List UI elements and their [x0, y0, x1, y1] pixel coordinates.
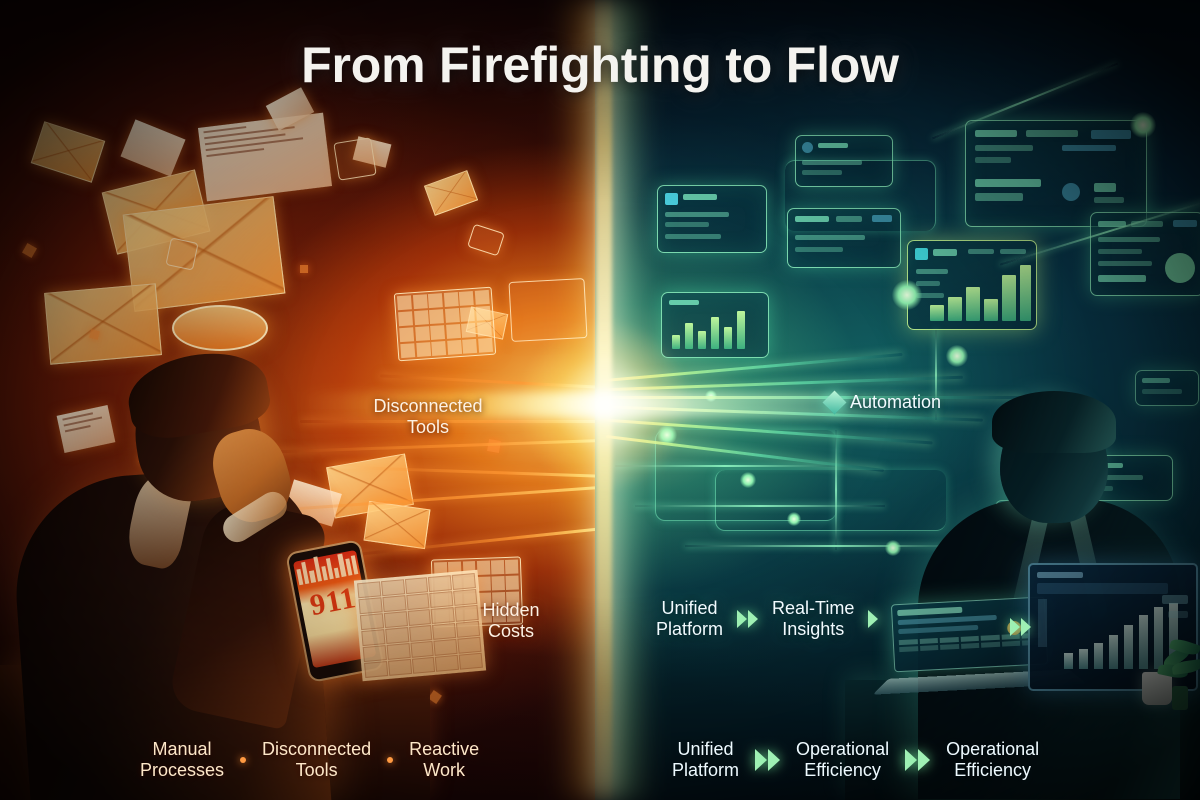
- circuit-line: [835, 430, 837, 550]
- footer-line-2: Tools: [295, 760, 338, 781]
- callout-line-2: Tools: [406, 417, 450, 438]
- chevron-right-icon: [755, 749, 781, 772]
- footer-item-unified-platform: Unified Platform: [672, 739, 739, 782]
- chevron-right-icon: [1010, 618, 1031, 636]
- callout-disconnected-tools: Disconnected Tools: [318, 396, 538, 438]
- page-title: From Firefighting to Flow: [301, 37, 899, 93]
- envelope-icon: [363, 500, 431, 550]
- mid-item-real-time-insights: Real-Time Insights: [772, 598, 854, 640]
- node-dot: [740, 472, 756, 488]
- footer-line-1: Reactive: [409, 738, 480, 759]
- chevron-right-icon: [868, 610, 879, 629]
- footer-line-1: Manual: [152, 738, 212, 759]
- callout-automation: Automation: [850, 392, 1030, 413]
- document-icon: [352, 136, 392, 168]
- circuit-path: [655, 430, 836, 521]
- footer-item-operational-efficiency: Operational Efficiency: [796, 739, 889, 782]
- document-icon: [120, 119, 186, 177]
- node-dot: [1130, 112, 1156, 138]
- circuit-line: [999, 196, 1200, 266]
- dashboard-panel: [787, 208, 901, 268]
- envelope-icon: [44, 283, 162, 365]
- mid-item-line-2: Insights: [782, 619, 845, 640]
- envelope-icon: [423, 170, 479, 216]
- footer-item-operational-efficiency-2: Operational Efficiency: [946, 739, 1039, 782]
- footer-item-reactive-work: Reactive Work: [409, 739, 479, 782]
- callout-hidden-costs: Hidden Costs: [446, 600, 576, 642]
- spark: [21, 242, 38, 259]
- footer-line-2: Efficiency: [954, 760, 1031, 781]
- dashboard-panel-pie: [1090, 212, 1200, 296]
- mid-item-line-1: Real-Time: [772, 598, 855, 618]
- footer-line-1: Disconnected: [262, 738, 372, 759]
- node-dot: [787, 512, 801, 526]
- footer-item-manual-processes: Manual Processes: [140, 739, 224, 782]
- footer-item-disconnected-tools: Disconnected Tools: [262, 739, 371, 782]
- callout-line-1: Disconnected: [373, 396, 483, 416]
- left-footer-row: Manual Processes Disconnected Tools Reac…: [140, 739, 479, 782]
- circuit-path: [785, 160, 936, 231]
- chevron-right-icon: [905, 749, 931, 772]
- spreadsheet-icon: [393, 286, 497, 362]
- dashboard-panel-chart: [661, 292, 769, 358]
- footer-line-2: Efficiency: [804, 760, 881, 781]
- footer-line-2: Work: [423, 760, 465, 781]
- footer-line-2: Processes: [140, 760, 225, 781]
- circuit-path: [715, 470, 946, 531]
- footer-line-1: Operational: [946, 738, 1040, 759]
- right-mid-row: Unified Platform Real-Time Insights: [656, 598, 879, 640]
- callout-line-1: Automation: [850, 392, 942, 412]
- footer-line-1: Unified: [677, 738, 734, 759]
- envelope-icon: [122, 196, 286, 312]
- spark: [300, 265, 308, 273]
- spark: [428, 690, 442, 704]
- callout-line-1: Hidden: [482, 600, 540, 620]
- mid-item-line-2: Platform: [656, 619, 724, 640]
- envelope-icon: [30, 121, 106, 183]
- node-dot: [946, 345, 968, 367]
- desk-plant: [1157, 635, 1200, 710]
- callout-line-2: Costs: [487, 621, 534, 642]
- separator-dot-icon: [387, 757, 394, 764]
- mid-item-unified-platform: Unified Platform: [656, 598, 723, 640]
- right-footer-row: Unified Platform Operational Efficiency …: [672, 739, 1039, 782]
- mid-item-line-1: Unified: [661, 598, 718, 618]
- dashboard-panel: [965, 120, 1147, 227]
- spark: [487, 439, 501, 453]
- footer-line-1: Operational: [796, 738, 890, 759]
- center-flare: [520, 320, 690, 490]
- dashboard-panel: [657, 185, 767, 253]
- circuit-line: [635, 505, 885, 507]
- alert-tile-icon: [333, 137, 377, 181]
- footer-line-2: Platform: [672, 760, 740, 781]
- dashboard-panel-bars: [907, 240, 1037, 330]
- node-dot: [885, 540, 901, 556]
- spark: [88, 328, 101, 341]
- dashboard-panel: [795, 135, 893, 187]
- chevron-right-icon: [737, 610, 759, 629]
- alert-tile-icon: [467, 223, 505, 257]
- document-icon: [197, 112, 333, 202]
- alert-tile-icon: [165, 237, 199, 271]
- envelope-icon: [465, 306, 509, 340]
- node-dot: [892, 280, 922, 310]
- envelope-icon: [101, 169, 211, 255]
- hourglass-badge-icon: [172, 305, 268, 351]
- separator-dot-icon: [240, 757, 247, 764]
